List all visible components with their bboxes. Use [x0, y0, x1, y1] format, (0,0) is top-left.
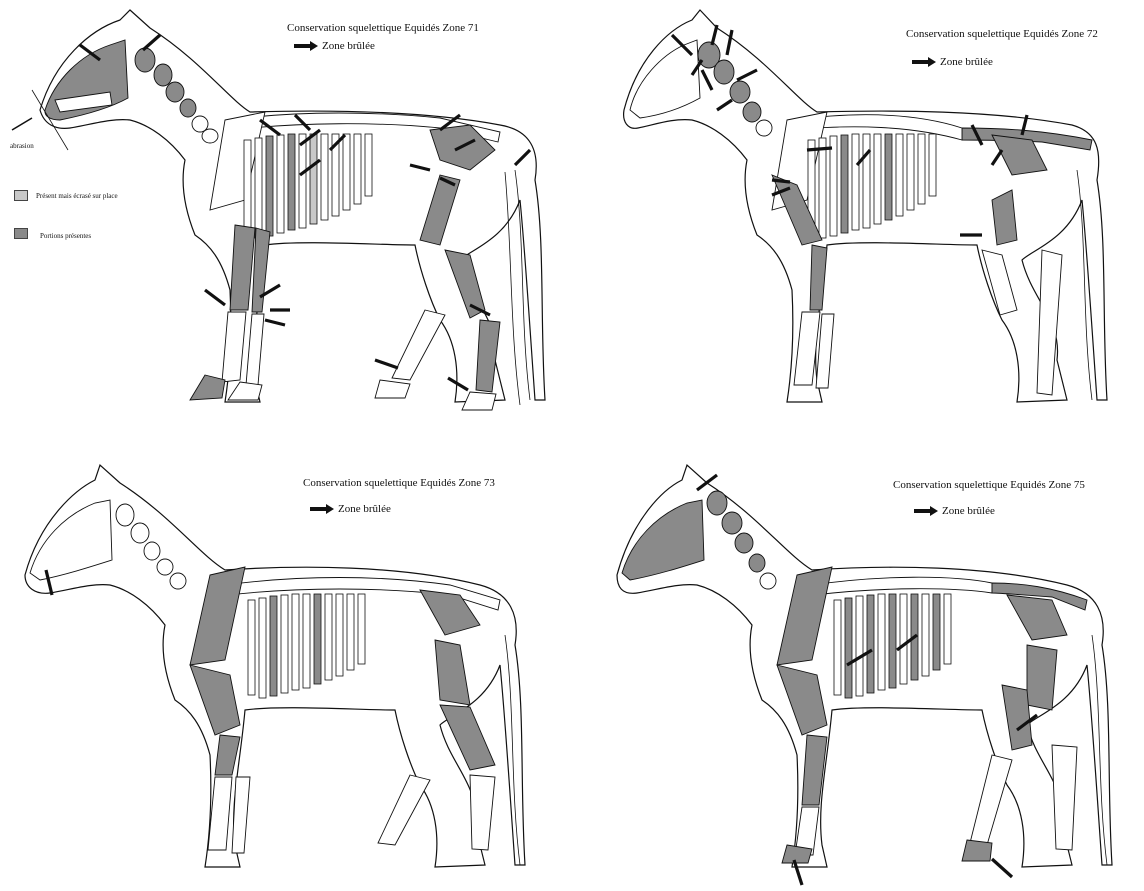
legend-label-crushed: Présent mais écrasé sur place [36, 192, 118, 200]
burned-label: Zone brûlée [322, 40, 375, 52]
burned-label: Zone brûlée [942, 505, 995, 517]
panel-title: Conservation squelettique Equidés Zone 7… [287, 22, 479, 34]
burned-arrow-icon [910, 57, 936, 67]
burned-label: Zone brûlée [940, 56, 993, 68]
panel-title: Conservation squelettique Equidés Zone 7… [906, 28, 1098, 40]
panel-title: Conservation squelettique Equidés Zone 7… [303, 477, 495, 489]
legend-label-present: Portions présentes [40, 232, 91, 240]
panel-zone-73: Conservation squelettique Equidés Zone 7… [0, 445, 572, 891]
burned-legend: Zone brûlée [912, 505, 995, 517]
panel-zone-75: Conservation squelettique Equidés Zone 7… [572, 445, 1144, 891]
burned-legend: Zone brûlée [910, 56, 993, 68]
burned-label: Zone brûlée [338, 503, 391, 515]
burned-arrow-icon [308, 504, 334, 514]
horse-skeleton-diagram-72 [572, 0, 1144, 445]
horse-skeleton-diagram-75 [572, 445, 1144, 891]
legend-swatch-crushed [14, 190, 28, 201]
abrasion-label: abrasion [10, 142, 34, 150]
burned-legend: Zone brûlée [292, 40, 375, 52]
panel-zone-71: Conservation squelettique Equidés Zone 7… [0, 0, 572, 445]
horse-skeleton-diagram-71 [0, 0, 572, 445]
horse-skeleton-diagram-73 [0, 445, 572, 891]
panel-title: Conservation squelettique Equidés Zone 7… [893, 479, 1085, 491]
legend-swatch-present [14, 228, 28, 239]
burned-legend: Zone brûlée [308, 503, 391, 515]
panel-zone-72: Conservation squelettique Equidés Zone 7… [572, 0, 1144, 445]
burned-arrow-icon [912, 506, 938, 516]
burned-arrow-icon [292, 41, 318, 51]
